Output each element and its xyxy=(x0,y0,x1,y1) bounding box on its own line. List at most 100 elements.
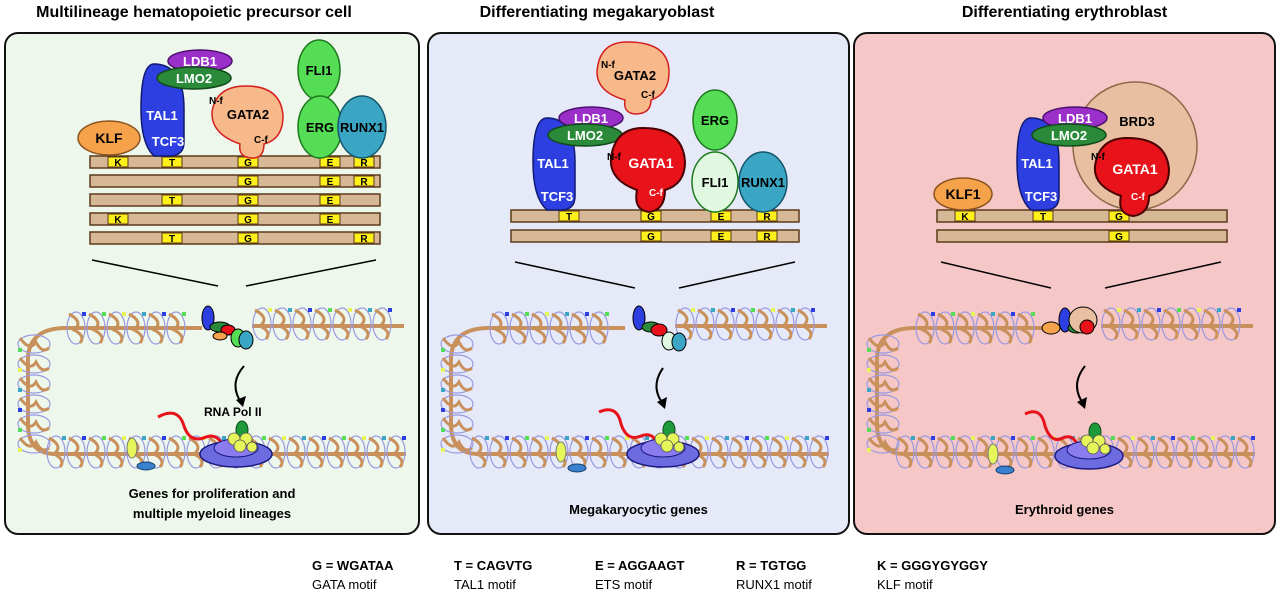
dna-coil xyxy=(491,312,507,344)
nucleosome xyxy=(915,435,935,469)
dna-coil xyxy=(268,436,284,468)
chromatin-complex xyxy=(632,305,687,352)
histone-mark xyxy=(705,436,709,440)
svg-text:LDB1: LDB1 xyxy=(183,54,217,69)
motif-letter: E xyxy=(327,196,334,207)
nucleosome xyxy=(735,307,755,341)
nucleosome xyxy=(1195,435,1215,469)
nucleosome xyxy=(489,435,509,469)
dna-coil xyxy=(88,312,104,344)
svg-text:LDB1: LDB1 xyxy=(574,111,608,126)
motif-box xyxy=(319,213,341,225)
histone-mark xyxy=(1117,308,1121,312)
svg-text:N-f: N-f xyxy=(601,60,616,71)
histone-mark xyxy=(18,388,22,392)
dna-coil xyxy=(48,436,64,468)
nucleosome xyxy=(509,311,529,345)
nucleosome xyxy=(386,435,406,469)
nucleosome xyxy=(366,435,386,469)
svg-text:LMO2: LMO2 xyxy=(176,71,212,86)
histone-mark xyxy=(441,348,445,352)
histone-mark xyxy=(262,436,266,440)
gata1-factor: GATA1 N-f C-f xyxy=(607,126,687,214)
dna-coil xyxy=(531,436,547,468)
dna-coil xyxy=(1163,308,1179,340)
motif-letter: R xyxy=(763,232,771,243)
panel-1-caption: Genes for proliferation and multiple mye… xyxy=(128,486,296,521)
svg-text:FLI1: FLI1 xyxy=(306,63,333,78)
rna-pol-ii-label: RNA Pol II xyxy=(204,405,262,419)
dna-coil xyxy=(254,308,270,340)
motif-letter: E xyxy=(327,158,334,169)
histone-mark xyxy=(122,436,126,440)
dna-coil xyxy=(441,397,473,412)
dna-coil xyxy=(717,308,733,340)
nucleosome xyxy=(469,435,489,469)
fli1-factor: FLI1 xyxy=(297,39,341,101)
dna-coil xyxy=(571,436,587,468)
nucleosome xyxy=(1155,435,1175,469)
nucleosome xyxy=(955,311,975,345)
rna-pol-ii xyxy=(157,411,273,468)
motif-letter: G xyxy=(244,177,252,188)
nucleosome xyxy=(1221,307,1241,341)
svg-text:C-f: C-f xyxy=(649,188,664,199)
nucleosome xyxy=(312,307,332,341)
motif-letter: K xyxy=(961,212,969,223)
histone-mark xyxy=(288,308,292,312)
histone-mark xyxy=(867,368,871,372)
histone-mark xyxy=(1237,308,1241,312)
dna-coil xyxy=(148,436,164,468)
nucleosome xyxy=(1141,307,1161,341)
dna-coil xyxy=(308,436,324,468)
histone-mark xyxy=(142,312,146,316)
motif-box xyxy=(161,156,183,168)
dna-coil xyxy=(1203,308,1219,340)
nucleosome xyxy=(66,435,86,469)
motif-letter: G xyxy=(647,232,655,243)
dna-coil xyxy=(18,397,50,412)
motif-box xyxy=(319,156,341,168)
histone-mark xyxy=(711,308,715,312)
histone-mark xyxy=(1131,436,1135,440)
nucleosome xyxy=(549,435,569,469)
histone-mark xyxy=(867,408,871,412)
nucleosome xyxy=(866,434,900,454)
nucleosome xyxy=(440,374,474,394)
histone-mark xyxy=(867,348,871,352)
histone-mark xyxy=(441,428,445,432)
nucleosome xyxy=(346,435,366,469)
dna-coil xyxy=(591,436,607,468)
histone-mark xyxy=(1171,436,1175,440)
dna-coil xyxy=(108,312,124,344)
dna-coil xyxy=(957,312,973,344)
dna-coil xyxy=(867,377,899,392)
histone-mark xyxy=(731,308,735,312)
motif-letter: R xyxy=(360,177,368,188)
dna-coil xyxy=(168,436,184,468)
dna-coil xyxy=(314,308,330,340)
histone-mark xyxy=(441,408,445,412)
histone-mark xyxy=(585,436,589,440)
histone-mark xyxy=(931,436,935,440)
nucleosome xyxy=(489,311,509,345)
histone-mark xyxy=(1111,436,1115,440)
nucleosome xyxy=(935,435,955,469)
dna-coil xyxy=(867,437,899,452)
svg-text:RUNX1: RUNX1 xyxy=(741,175,785,190)
chromatin-backbone xyxy=(25,326,406,456)
histone-mark xyxy=(991,436,995,440)
dna-coil xyxy=(677,308,693,340)
dna-coil xyxy=(711,436,727,468)
runx1-factor: RUNX1 xyxy=(337,95,387,159)
dna-segment xyxy=(89,212,381,226)
histone-mark xyxy=(282,436,286,440)
nucleosome xyxy=(1035,435,1055,469)
nucleosome xyxy=(1101,307,1121,341)
histone-mark xyxy=(82,436,86,440)
histone-mark xyxy=(485,436,489,440)
